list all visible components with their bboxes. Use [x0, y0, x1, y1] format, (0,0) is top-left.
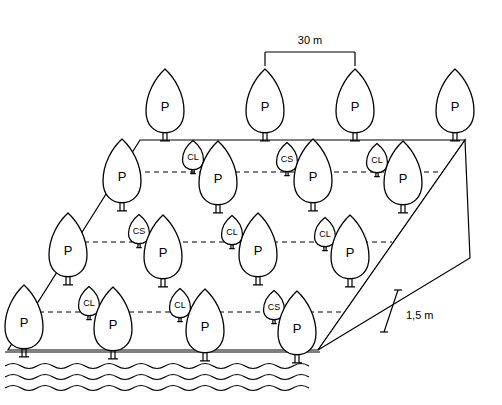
tree-label: P	[93, 318, 133, 331]
tree-label: P	[4, 316, 44, 329]
tree-label: P	[383, 172, 423, 185]
dimension-label: 30 m	[296, 34, 324, 46]
tree-label: CL	[366, 156, 388, 165]
tree-label: P	[48, 244, 88, 257]
tree-label: CS	[128, 227, 150, 236]
tree: P	[102, 138, 142, 212]
tree-label: CS	[263, 303, 285, 312]
tree: P	[143, 214, 183, 288]
tree-label: CL	[78, 299, 100, 308]
tree-label: P	[145, 100, 185, 113]
tree-label: P	[335, 100, 375, 113]
tree-label: P	[435, 100, 475, 113]
tree-label: P	[102, 170, 142, 183]
tree-label: P	[143, 246, 183, 259]
tree-label: CL	[169, 301, 191, 310]
tree-label: P	[330, 246, 370, 259]
tree: P	[335, 68, 375, 142]
tree: P	[185, 288, 225, 362]
tree-label: CL	[221, 228, 243, 237]
tree: P	[330, 214, 370, 288]
tree: P	[245, 68, 285, 142]
tree-label: CS	[276, 155, 298, 164]
tree: P	[435, 68, 475, 142]
tree-label: P	[238, 244, 278, 257]
tree: P	[238, 212, 278, 286]
dimension-label: 1,5 m	[404, 309, 436, 321]
tree: P	[4, 284, 44, 358]
tree: P	[383, 140, 423, 214]
tree-label: CL	[314, 230, 336, 239]
tree: P	[93, 286, 133, 360]
tree-label: P	[198, 172, 238, 185]
tree: P	[293, 138, 333, 212]
tree: P	[277, 290, 317, 364]
tree-label: CL	[182, 153, 204, 162]
tree: P	[198, 140, 238, 214]
tree-label: P	[293, 170, 333, 183]
tree-label: P	[245, 100, 285, 113]
tree: P	[145, 68, 185, 142]
tree-label: P	[277, 322, 317, 335]
tree: P	[48, 212, 88, 286]
tree-label: P	[185, 320, 225, 333]
